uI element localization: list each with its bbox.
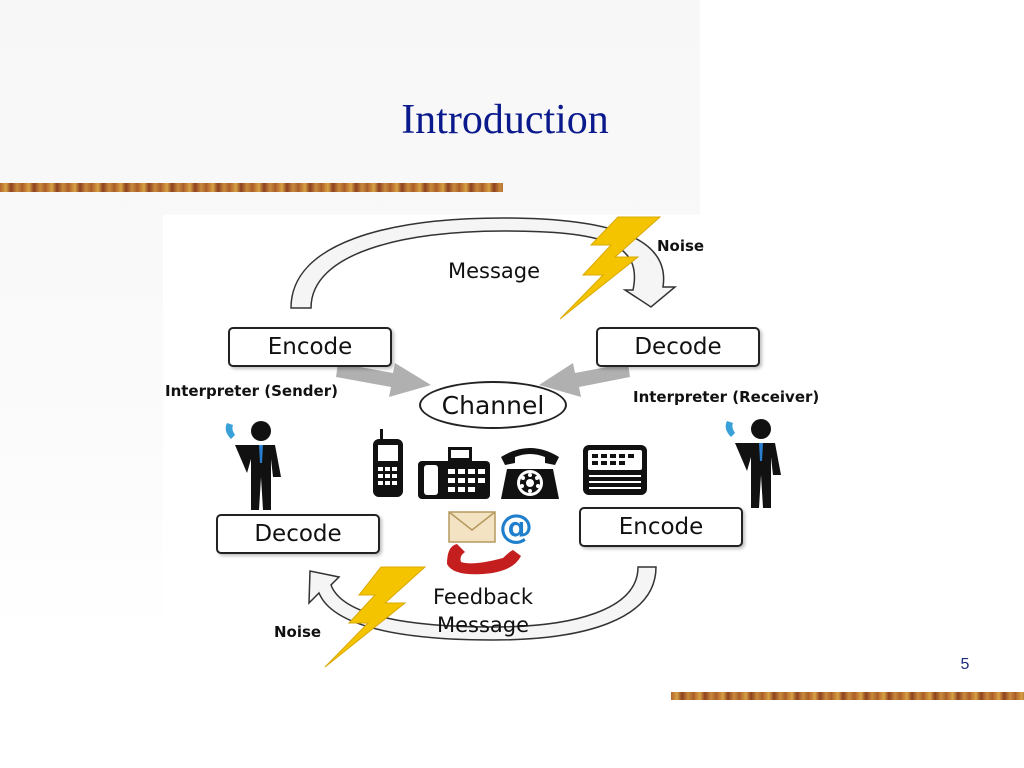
decode-from-channel-arrow: [539, 363, 630, 397]
feedback-label-line2: Message: [437, 613, 530, 637]
mobile-phone-icon: [373, 429, 403, 497]
svg-text:@: @: [499, 507, 533, 547]
businessman-on-phone-icon: [225, 421, 281, 510]
page-number: 5: [960, 656, 970, 673]
communication-cycle-diagram: Message Noise Noise Encode Decode Decode…: [163, 215, 853, 668]
lightning-bolt-icon: [324, 566, 427, 668]
decode-box-receiver: Decode: [596, 327, 760, 367]
encode-box-sender: Encode: [228, 327, 392, 367]
decode-box-sender: Decode: [216, 514, 380, 554]
encode-to-channel-arrow: [336, 363, 431, 397]
tablet-device-icon: [583, 445, 647, 495]
lightning-bolt-icon: [559, 216, 662, 320]
top-curved-arrow: [290, 217, 678, 309]
footer-divider-bar: [671, 692, 1024, 700]
bottom-curved-arrow: [308, 566, 657, 641]
encode-box-receiver: Encode: [579, 507, 743, 547]
title-divider-bar: [0, 183, 503, 192]
sender-label: Interpreter (Sender): [165, 382, 338, 400]
feedback-label-line1: Feedback: [433, 585, 534, 609]
receiver-label: Interpreter (Receiver): [633, 388, 820, 406]
channel-ellipse: Channel: [419, 381, 567, 429]
page-title: Introduction: [401, 97, 609, 143]
message-label: Message: [448, 259, 541, 283]
noise-label-bottom: Noise: [274, 623, 322, 641]
fax-machine-icon: [418, 447, 490, 499]
email-phone-icon: @: [447, 507, 533, 575]
rotary-telephone-icon: [501, 448, 559, 499]
noise-label-top: Noise: [657, 237, 705, 255]
businessman-on-phone-icon: [725, 419, 781, 508]
